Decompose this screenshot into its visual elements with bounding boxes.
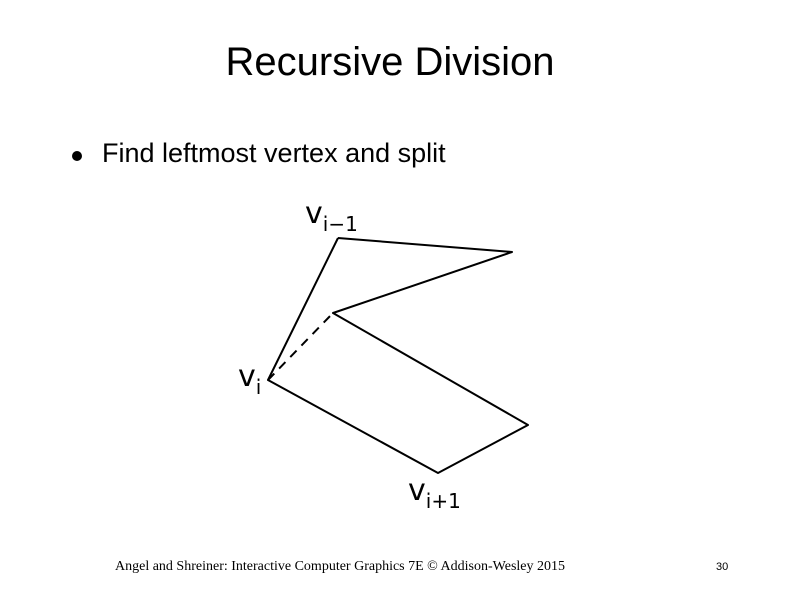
bullet-dot-icon: [72, 150, 82, 161]
vertex-label-next: vi+1: [408, 473, 461, 513]
polygon-outline: [267, 237, 529, 474]
vertex-label-current: vi: [238, 359, 261, 399]
split-diagonal: [267, 312, 334, 381]
bullet-item: Find leftmost vertex and split: [72, 138, 446, 169]
slide-title: Recursive Division: [225, 40, 555, 84]
page-number: 30: [716, 561, 729, 573]
bullet-text: Find leftmost vertex and split: [102, 138, 446, 168]
vertex-label-prev: vi−1: [305, 196, 358, 236]
footer-citation: Angel and Shreiner: Interactive Computer…: [115, 559, 566, 574]
